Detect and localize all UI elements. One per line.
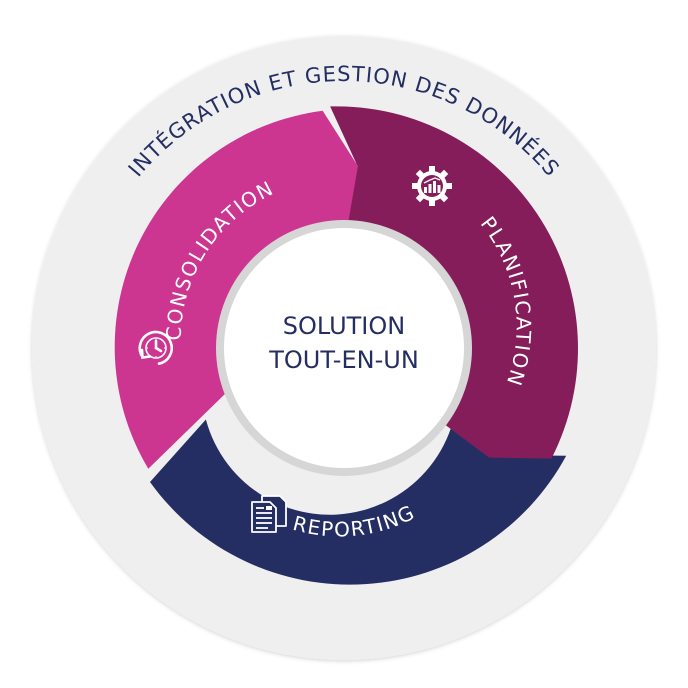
clock-refresh-icon (138, 330, 174, 365)
center-label-line2: TOUT-EN-UN (268, 346, 419, 374)
gear-chart-icon (412, 166, 452, 206)
center-label-line1: SOLUTION (283, 312, 405, 340)
documents-icon (251, 495, 287, 533)
center-disk (224, 228, 464, 468)
